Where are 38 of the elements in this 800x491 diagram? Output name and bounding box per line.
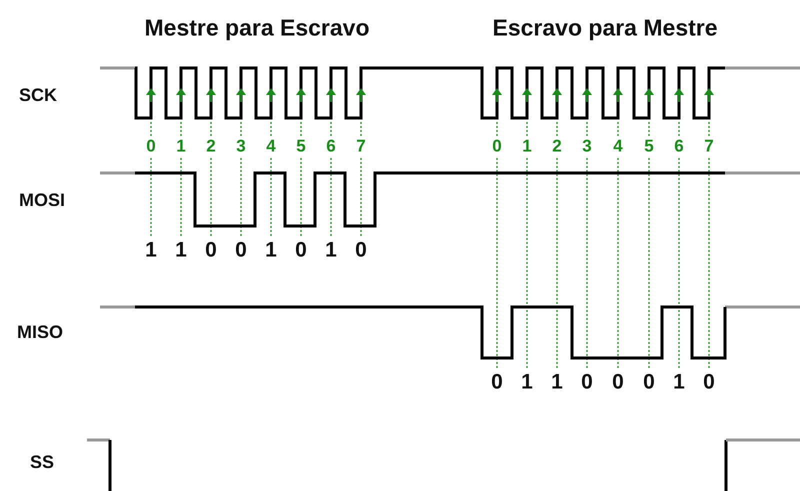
bit-index: 2 [206, 138, 216, 154]
bit-index: 6 [674, 138, 684, 154]
signal-name: SS [30, 453, 54, 471]
bit-index: 2 [552, 138, 562, 154]
bit-value: 1 [521, 372, 533, 392]
bit-value: 1 [265, 240, 277, 260]
section-heading: Mestre para Escravo [144, 16, 370, 40]
bit-value: 0 [643, 372, 655, 392]
section-heading: Escravo para Mestre [492, 16, 718, 40]
bit-index: 0 [492, 138, 502, 154]
bit-value: 1 [325, 240, 337, 260]
bit-index: 1 [176, 138, 186, 154]
bit-value: 0 [491, 372, 503, 392]
bit-index: 7 [356, 138, 366, 154]
bit-index: 4 [613, 138, 623, 154]
bit-index: 0 [146, 138, 156, 154]
bit-value: 0 [581, 372, 593, 392]
bit-value: 1 [551, 372, 563, 392]
bit-index: 3 [582, 138, 592, 154]
bit-value: 1 [673, 372, 685, 392]
signal-name: MISO [17, 323, 63, 341]
bit-value: 1 [145, 240, 157, 260]
bit-index: 3 [236, 138, 246, 154]
bit-value: 0 [703, 372, 715, 392]
bit-index: 5 [296, 138, 306, 154]
bit-value: 1 [175, 240, 187, 260]
signal-name: MOSI [19, 191, 65, 209]
bit-value: 0 [355, 240, 367, 260]
bit-index: 5 [644, 138, 654, 154]
signal-name: SCK [19, 86, 57, 104]
bit-value: 0 [295, 240, 307, 260]
bit-index: 7 [704, 138, 714, 154]
bit-value: 0 [612, 372, 624, 392]
bit-index: 1 [522, 138, 532, 154]
bit-index: 6 [326, 138, 336, 154]
bit-value: 0 [235, 240, 247, 260]
bit-value: 0 [205, 240, 217, 260]
bit-index: 4 [266, 138, 276, 154]
